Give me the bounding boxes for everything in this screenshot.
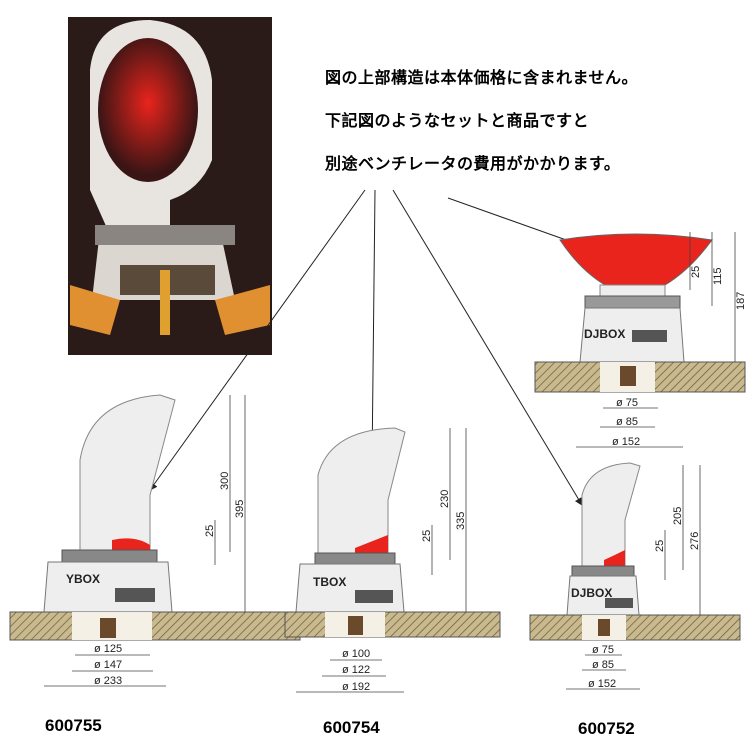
box-label: TBOX: [313, 575, 346, 589]
height-dim: 300: [219, 472, 231, 490]
box-label: DJBOX: [584, 327, 625, 341]
diameter-dim: ø 85: [592, 659, 614, 671]
diameter-dim: ø 152: [612, 436, 640, 448]
product-code: 600754: [323, 718, 380, 737]
note-line-2: 下記図のようなセットと商品ですと: [325, 111, 590, 130]
djbox-top-diagram: DJBOX 25 115 187 ø 75 ø 85 ø 152: [534, 232, 747, 448]
product-photo: [68, 17, 272, 355]
box-label: YBOX: [66, 572, 100, 586]
box-label: DJBOX: [571, 586, 612, 600]
diameter-dim: ø 152: [588, 678, 616, 690]
height-dim: 335: [455, 512, 467, 530]
note-line-1: 図の上部構造は本体価格に含まれません。: [325, 68, 639, 87]
tbox-diagram: TBOX 230 335 25 ø 100 ø 122 ø 192 600754: [284, 427, 501, 737]
height-dim: 25: [690, 266, 702, 278]
height-dim: 25: [204, 525, 216, 537]
height-dim: 230: [439, 490, 451, 508]
diameter-dim: ø 122: [342, 664, 370, 676]
diameter-dim: ø 85: [616, 416, 638, 428]
height-dim: 187: [735, 292, 747, 310]
diameter-dim: ø 233: [94, 675, 122, 687]
product-code: 600755: [45, 716, 102, 735]
height-dim: 205: [672, 507, 684, 525]
height-dim: 395: [234, 500, 246, 518]
diameter-dim: ø 125: [94, 643, 122, 655]
diameter-dim: ø 100: [342, 648, 370, 660]
height-dim: 276: [689, 532, 701, 550]
diameter-dim: ø 147: [94, 659, 122, 671]
height-dim: 25: [654, 540, 666, 552]
diameter-dim: ø 75: [592, 644, 614, 656]
height-dim: 115: [712, 267, 724, 285]
note-line-3: 別途ベンチレータの費用がかかります。: [325, 154, 621, 173]
product-code: 600752: [578, 719, 635, 738]
diameter-dim: ø 192: [342, 681, 370, 693]
djbox-diagram: DJBOX 205 276 25 ø 75 ø 85 ø 152 600752: [529, 462, 741, 738]
diameter-dim: ø 75: [616, 397, 638, 409]
height-dim: 25: [421, 530, 433, 542]
ybox-diagram: YBOX 300 395 25 ø 125 ø 147 ø 233 600755: [9, 394, 301, 735]
